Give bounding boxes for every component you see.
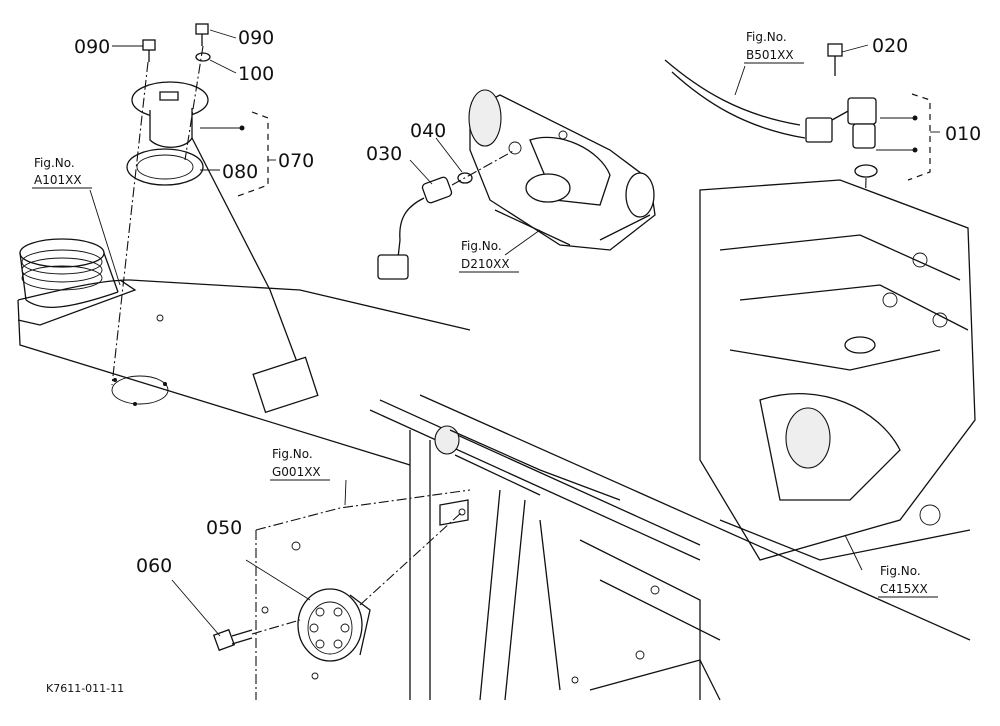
fig-ref-a101xx: Fig.No. A101XX <box>32 156 92 189</box>
part-label-050: 050 <box>206 517 242 539</box>
svg-text:G001XX: G001XX <box>272 465 321 479</box>
fig-ref-c415xx: Fig.No. C415XX <box>878 564 938 598</box>
part-label-090-left: 090 <box>74 36 110 58</box>
fig-ref-b501xx: Fig.No. B501XX <box>744 30 804 64</box>
svg-text:Fig.No.: Fig.No. <box>746 30 787 44</box>
part-label-040: 040 <box>410 120 446 142</box>
part-label-030: 030 <box>366 143 402 165</box>
svg-text:Fig.No.: Fig.No. <box>880 564 921 578</box>
svg-text:Fig.No.: Fig.No. <box>461 239 502 253</box>
part-label-010: 010 <box>945 123 981 145</box>
svg-text:Fig.No.: Fig.No. <box>34 156 75 170</box>
fig-ref-g001xx: Fig.No. G001XX <box>270 447 330 481</box>
svg-text:A101XX: A101XX <box>34 173 82 187</box>
part-label-090-right: 090 <box>238 27 274 49</box>
part-label-070: 070 <box>278 150 314 172</box>
diagram-code: K7611-011-11 <box>46 682 124 695</box>
svg-text:D210XX: D210XX <box>461 257 510 271</box>
svg-text:C415XX: C415XX <box>880 582 928 596</box>
fuel-tank-drawing <box>17 23 471 466</box>
transmission-case-drawing <box>664 43 976 561</box>
part-label-060: 060 <box>136 555 172 577</box>
part-label-100: 100 <box>238 63 274 85</box>
part-label-080: 080 <box>222 161 258 183</box>
part-label-020: 020 <box>872 35 908 57</box>
transmission-housing-drawing <box>377 89 656 280</box>
svg-text:B501XX: B501XX <box>746 48 794 62</box>
figure-reference-labels: Fig.No. A101XX Fig.No. B501XX Fig.No. D2… <box>32 30 938 598</box>
frame-and-horn-drawing <box>212 394 971 701</box>
svg-text:Fig.No.: Fig.No. <box>272 447 313 461</box>
fig-ref-d210xx: Fig.No. D210XX <box>459 239 519 273</box>
leader-lines <box>89 29 940 637</box>
part-number-labels: 010 020 030 040 050 060 070 080 090 090 … <box>74 27 981 577</box>
